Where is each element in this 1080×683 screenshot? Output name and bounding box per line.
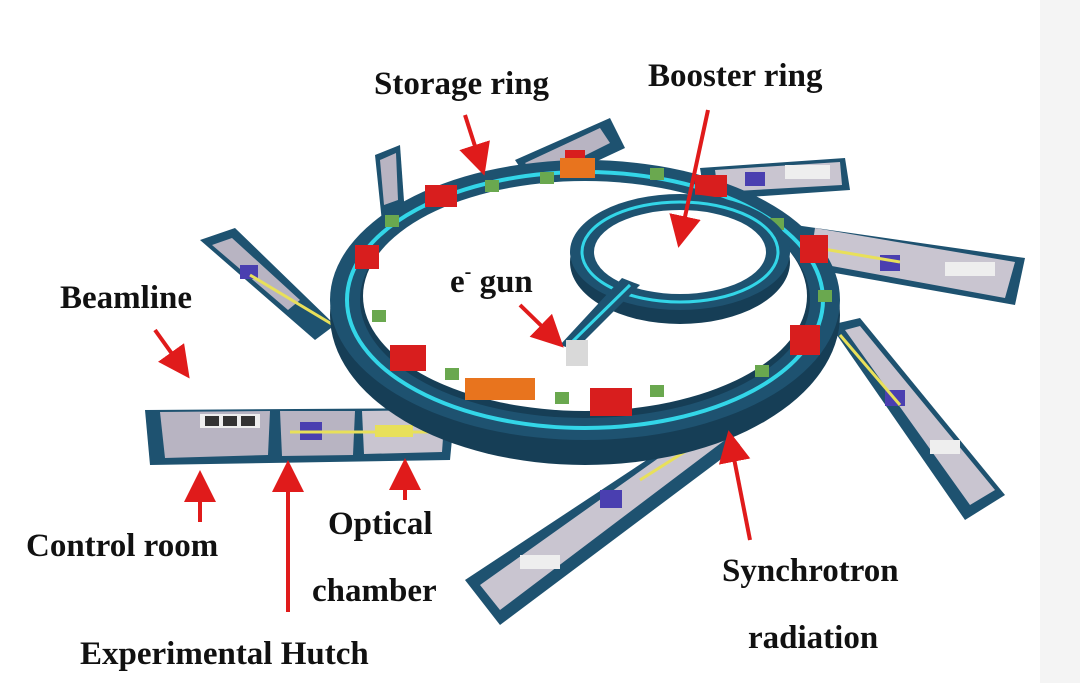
label-experimental-hutch: Experimental Hutch — [80, 636, 369, 672]
label-chamber: chamber — [312, 573, 437, 609]
label-booster-ring: Booster ring — [648, 58, 823, 94]
beamline-hutches — [145, 118, 1025, 625]
page-edge — [1040, 0, 1080, 683]
e-gun-sup: - — [464, 261, 472, 283]
label-e-gun: e- gun — [450, 262, 533, 299]
beamline-right — [790, 225, 1025, 305]
label-control-room: Control room — [26, 528, 219, 564]
arrow-synchrotron-radiation — [718, 430, 752, 541]
e-gun-e: e — [450, 264, 465, 300]
beamline-upper-left — [375, 145, 405, 222]
label-beamline: Beamline — [60, 280, 192, 316]
beamline-front-left — [145, 408, 470, 465]
label-synchrotron: Synchrotron — [722, 553, 899, 589]
storage-ring — [330, 158, 840, 465]
label-optical: Optical — [328, 506, 433, 542]
label-radiation: radiation — [748, 620, 879, 656]
arrow-e-gun — [518, 303, 564, 348]
beamline-left — [200, 228, 351, 340]
label-arrows — [153, 109, 752, 612]
arrow-beamline — [153, 328, 190, 379]
arrow-booster-ring — [669, 109, 710, 248]
label-storage-ring: Storage ring — [374, 66, 550, 102]
booster-ring — [560, 194, 790, 366]
arrow-storage-ring — [459, 114, 490, 176]
e-gun-suffix: gun — [471, 264, 533, 300]
beamline-lower-right — [830, 318, 1005, 520]
